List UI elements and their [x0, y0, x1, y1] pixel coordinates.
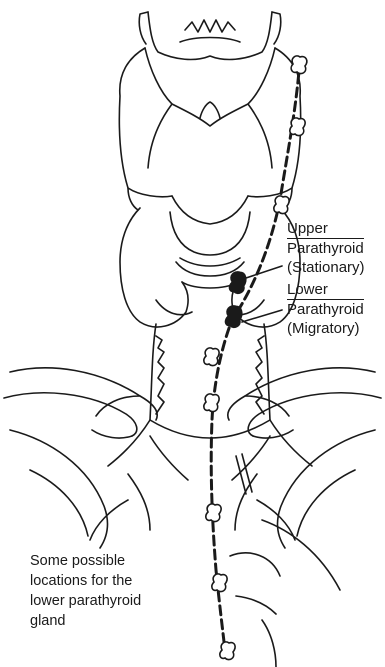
gland-location-4 [204, 348, 219, 366]
upper-pointer-line [246, 266, 282, 278]
note-line-2: locations for the [30, 571, 141, 591]
possible-locations-note: Some possible locations for the lower pa… [30, 551, 141, 631]
gland-location-7 [212, 574, 227, 592]
upper-parathyroid-gland [229, 272, 246, 294]
lower-label-title: Lower [287, 280, 364, 299]
lower-label-descriptor: (Migratory) [287, 319, 364, 338]
parathyroid-glands [225, 272, 246, 328]
thyroid-cartilage [119, 48, 300, 210]
upper-parathyroid-label: Upper Parathyroid (Stationary) [287, 219, 365, 277]
lower-pointer-line [242, 310, 282, 322]
gland-location-3 [274, 196, 289, 214]
gland-location-6 [206, 504, 221, 522]
lower-parathyroid-label: Lower Parathyroid (Migratory) [287, 280, 364, 338]
upper-label-descriptor: (Stationary) [287, 258, 365, 277]
upper-label-title: Upper [287, 219, 365, 238]
gland-location-5 [204, 394, 219, 412]
cricoid-cartilage [170, 196, 250, 276]
lower-label-subtitle: Parathyroid [287, 299, 364, 319]
clavicles [4, 368, 381, 438]
hyoid-bone [139, 12, 281, 59]
note-line-4: gland [30, 611, 141, 631]
upper-label-subtitle: Parathyroid [287, 238, 364, 258]
note-line-1: Some possible [30, 551, 141, 571]
gland-location-2 [290, 118, 305, 136]
note-line-3: lower parathyroid [30, 591, 141, 611]
gland-location-1 [291, 56, 307, 74]
ribs [10, 430, 375, 667]
lower-parathyroid-gland [225, 306, 242, 328]
gland-location-8 [220, 642, 235, 660]
migration-path-line [211, 60, 300, 660]
